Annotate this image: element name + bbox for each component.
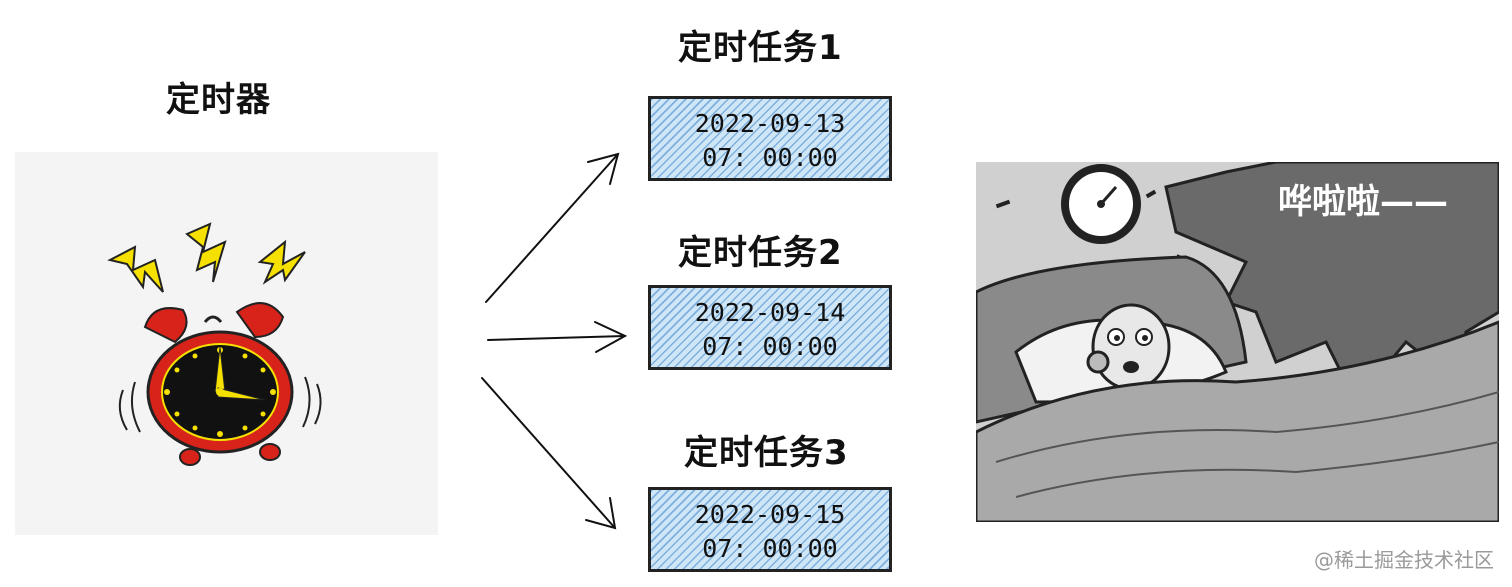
task-2-title: 定时任务2 (678, 233, 843, 273)
lightning-bolt-icon (107, 245, 164, 293)
task-3-time: 07: 00:00 (702, 534, 838, 563)
comic-bed-scene: 哗啦啦—— (974, 160, 1501, 524)
alarm-clock-icon (107, 222, 322, 466)
task-2-box: 2022-09-14 07: 00:00 (648, 285, 892, 370)
task-2-time: 07: 00:00 (702, 332, 838, 361)
comic-caption: 哗啦啦—— (1278, 182, 1448, 222)
task-1-title: 定时任务1 (678, 28, 843, 68)
task-1-date: 2022-09-13 (694, 109, 846, 138)
task-3-box: 2022-09-15 07: 00:00 (648, 487, 892, 572)
task-1-box: 2022-09-13 07: 00:00 (648, 96, 892, 181)
arrows (481, 152, 628, 530)
task-1-time: 07: 00:00 (702, 143, 838, 172)
task-3-date: 2022-09-15 (694, 500, 846, 529)
alarm-clock-panel (15, 152, 438, 535)
arrow-to-task-1 (485, 153, 619, 303)
task-3-title: 定时任务3 (684, 433, 849, 473)
arrow-to-task-3 (481, 377, 616, 529)
task-2-date: 2022-09-14 (694, 298, 846, 327)
arrow-to-task-2 (487, 335, 626, 341)
timer-title: 定时器 (166, 80, 271, 120)
watermark: @稀土掘金技术社区 (1314, 548, 1494, 572)
lightning-bolt-icon (185, 222, 227, 283)
lightning-bolt-icon (257, 239, 306, 285)
